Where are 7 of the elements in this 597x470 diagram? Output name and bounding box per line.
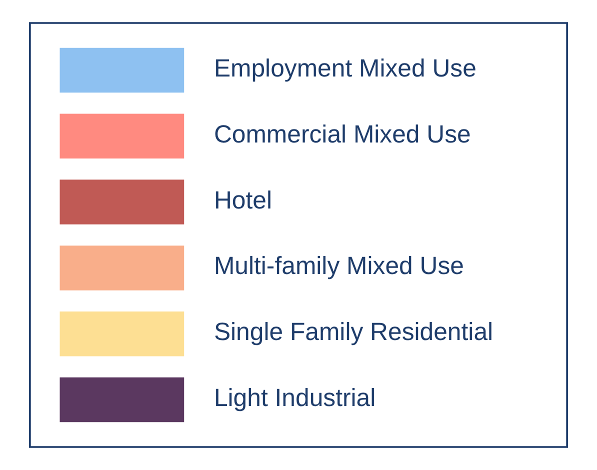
legend-label: Single Family Residential — [214, 318, 494, 346]
legend-label: Hotel — [214, 186, 272, 214]
legend-label: Light Industrial — [214, 384, 376, 412]
legend-label: Multi-family Mixed Use — [214, 252, 464, 280]
node-box — [28, 22, 568, 448]
legend-label: Commercial Mixed Use — [214, 120, 471, 148]
legend-label: Employment Mixed Use — [214, 54, 476, 82]
